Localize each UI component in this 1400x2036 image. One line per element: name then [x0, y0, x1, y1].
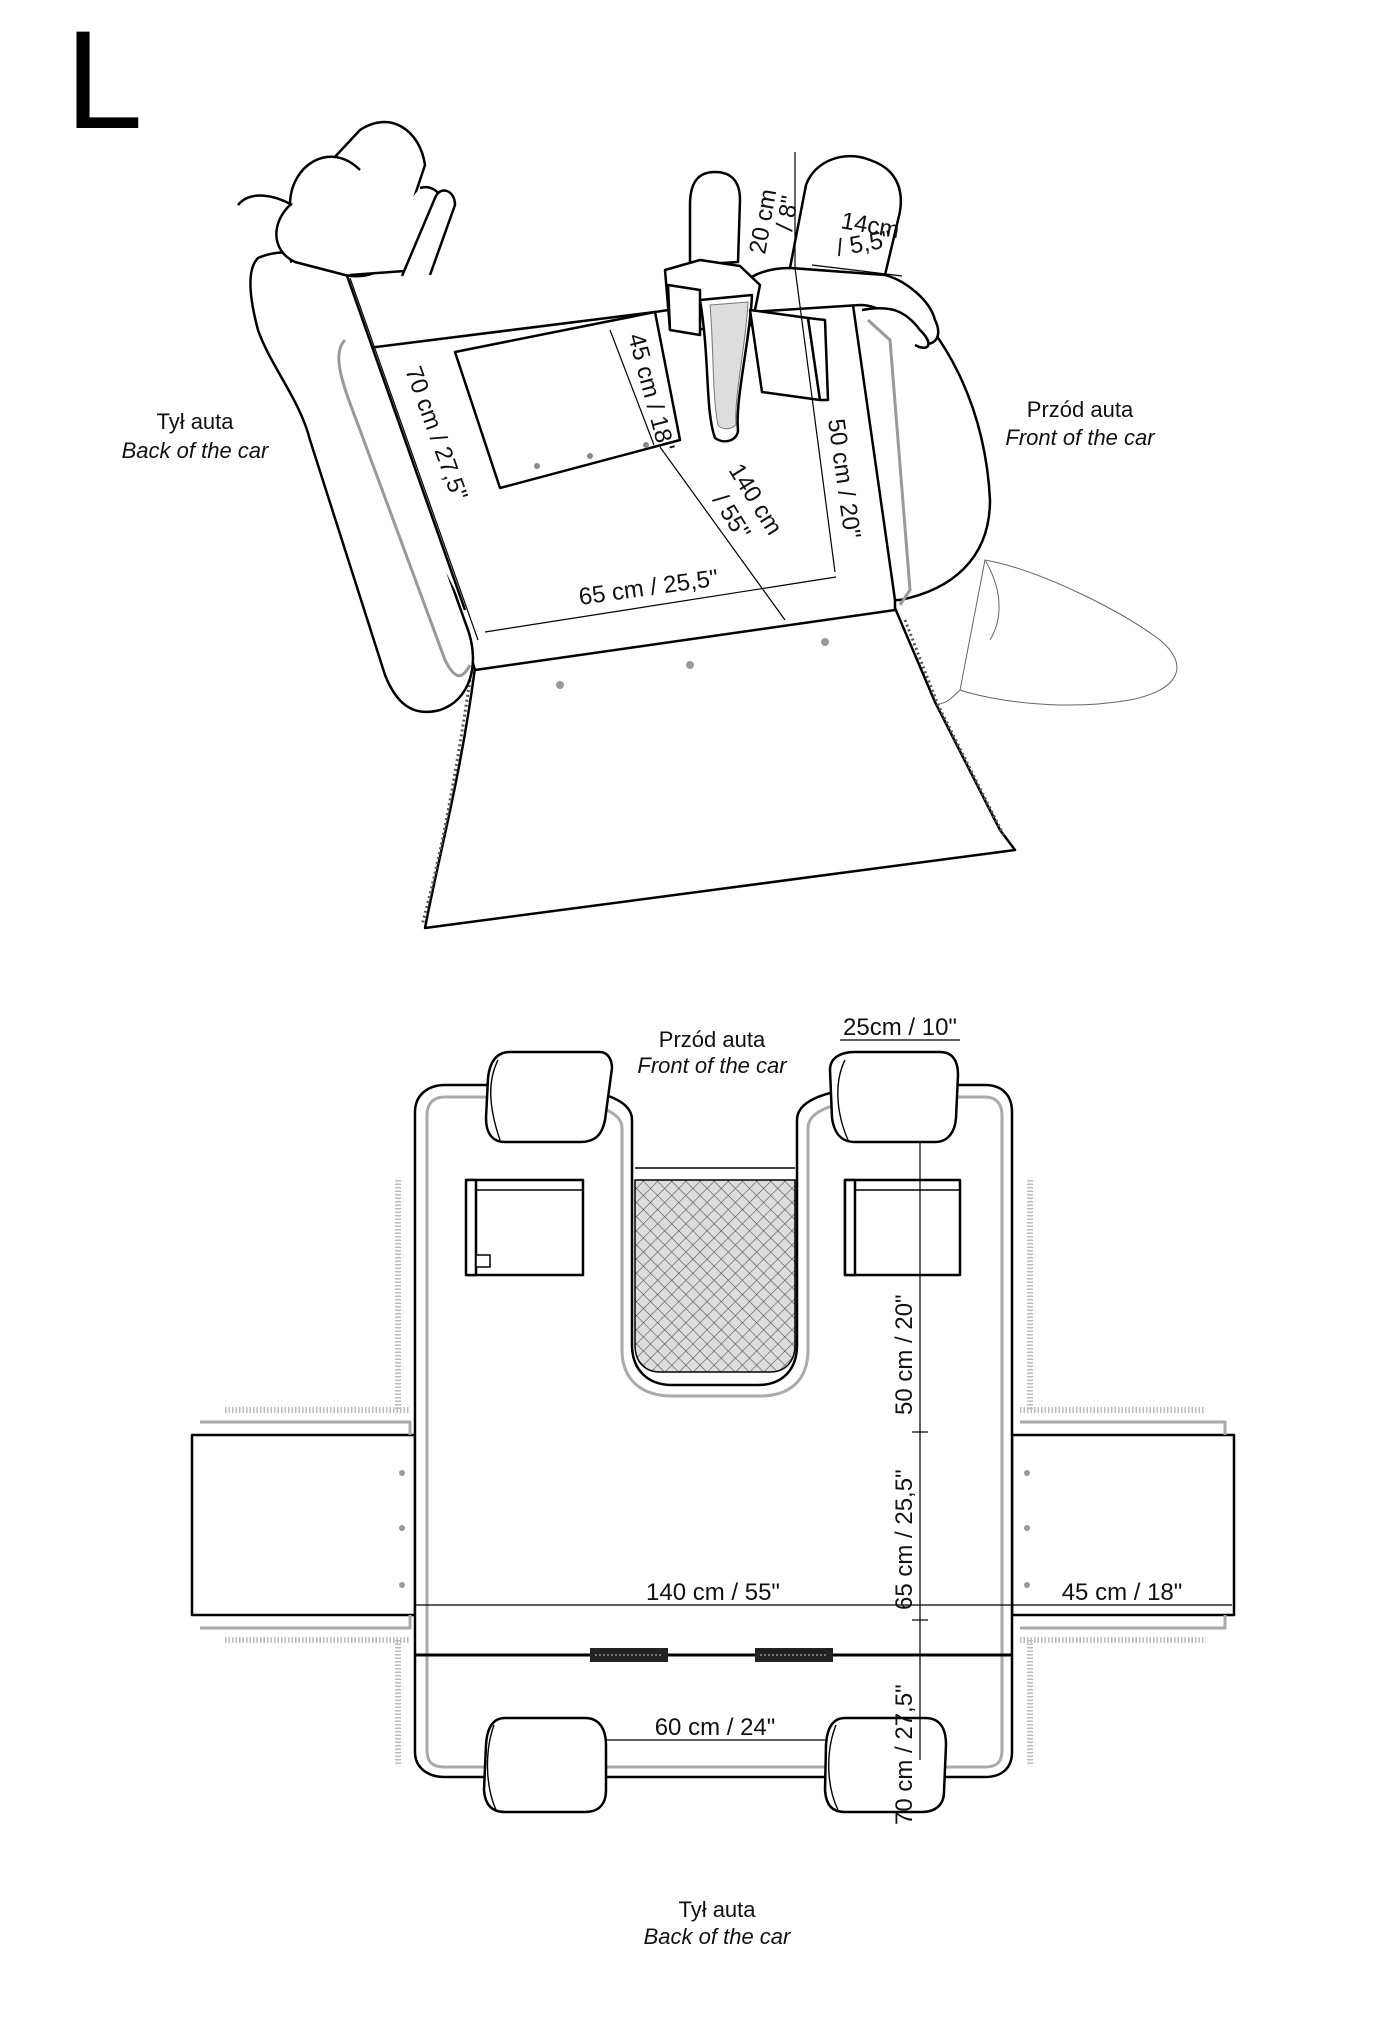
dim-plan-mid-depth: 65 cm / 25,5"	[891, 1469, 918, 1610]
mesh-panel	[634, 1179, 796, 1373]
dim-plan-flap-width: 45 cm / 18"	[1062, 1579, 1183, 1606]
rear-left-headrest	[482, 1716, 608, 1814]
left-side-flap	[190, 1433, 417, 1617]
left-pocket	[464, 1178, 585, 1277]
seat-pocket	[453, 310, 682, 490]
back-label-pl: Tył auta	[156, 409, 234, 434]
rear-right-headrest	[823, 1716, 948, 1814]
dim-plan-front-depth: 50 cm / 20"	[891, 1294, 918, 1415]
base-grommets	[556, 638, 829, 689]
plan-back-label-pl: Tył auta	[678, 1897, 756, 1922]
plan-view: Przód auta Front of the car Tył auta Bac…	[190, 1014, 1236, 1949]
front-label-en: Front of the car	[1005, 425, 1156, 450]
front-right-headrest	[788, 155, 902, 277]
plan-zippers	[225, 1180, 1205, 1765]
right-side-flap	[1010, 1433, 1236, 1617]
flap-grommets	[399, 1470, 1030, 1588]
back-side-zipper	[337, 338, 472, 678]
plan-back-label-en: Back of the car	[644, 1924, 792, 1949]
front-seat-backs	[663, 155, 992, 602]
back-label-en: Back of the car	[122, 438, 270, 463]
front-side-zipper	[866, 318, 912, 606]
right-pocket	[843, 1178, 962, 1277]
perspective-view: Tył auta Back of the car Przód auta Fron…	[122, 120, 1178, 930]
front-label-pl: Przód auta	[1027, 397, 1134, 422]
plan-front-label-pl: Przód auta	[659, 1027, 766, 1052]
perspective-dimension-lines	[349, 152, 903, 641]
front-flap	[423, 606, 1017, 930]
mesh-strip	[709, 301, 749, 430]
size-letter: L	[65, 1, 143, 158]
dim-plan-headrest-width: 25cm / 10"	[843, 1014, 957, 1041]
flap-zipper-right	[903, 619, 1007, 839]
front-left-headrest	[688, 170, 742, 267]
front-left-headrest	[484, 1050, 614, 1144]
dim-headrest-height-b: / 8"	[771, 194, 804, 233]
front-pocket-a	[666, 283, 702, 337]
dim-plan-rear-gap: 60 cm / 24"	[655, 1714, 776, 1741]
plan-front-label-en: Front of the car	[637, 1053, 788, 1078]
dim-plan-total-width: 140 cm / 55"	[646, 1579, 780, 1606]
plan-dimension-lines	[415, 1039, 1232, 1760]
front-right-headrest	[828, 1050, 960, 1144]
dim-plan-back-depth: 70 cm / 27,5"	[891, 1684, 918, 1825]
front-seat-ghost	[929, 559, 1178, 706]
back-side-panel	[237, 120, 475, 714]
